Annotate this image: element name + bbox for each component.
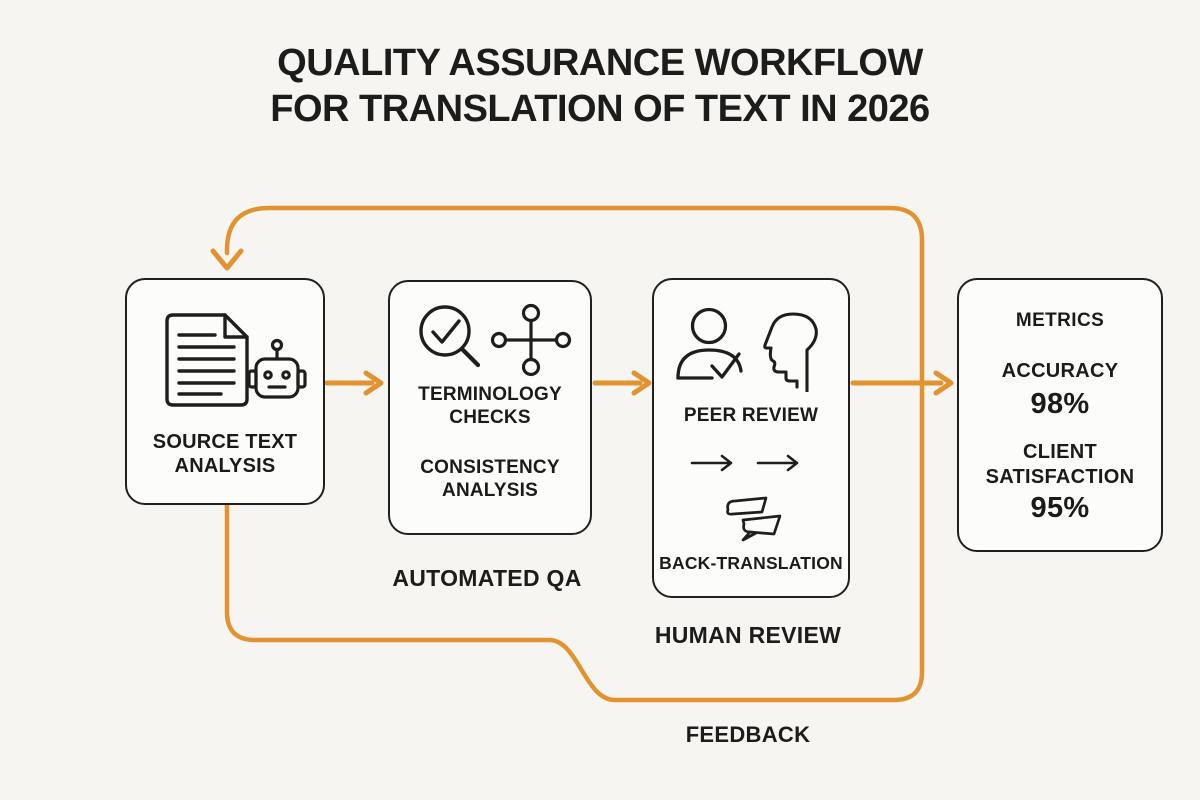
automated-qa-caption: AUTOMATED QA xyxy=(392,565,582,591)
client-satisfaction-value: 95% xyxy=(1030,492,1090,524)
head-profile-icon xyxy=(763,312,818,392)
document-robot-icons xyxy=(165,313,307,407)
arrowhead-2-icon xyxy=(631,370,652,396)
back-translation-label: BACK-TRANSLATION xyxy=(659,553,843,573)
robot-icon xyxy=(247,338,307,399)
network-nodes-icon xyxy=(490,303,572,377)
arrowhead-3-icon xyxy=(933,370,954,396)
metrics-heading: METRICS xyxy=(1015,310,1105,331)
node-metrics: METRICS ACCURACY 98% CLIENT SATISFACTION… xyxy=(957,278,1163,552)
feedback-arrowhead-icon xyxy=(210,248,244,271)
page-title-line-1: QUALITY ASSURANCE WORKFLOW xyxy=(277,42,923,84)
peer-review-label: PEER REVIEW xyxy=(683,405,819,426)
feedback-loop-line xyxy=(224,205,925,703)
magnifier-check-icon xyxy=(419,305,481,368)
feedback-caption: FEEDBACK xyxy=(685,722,811,747)
accuracy-label: ACCURACY xyxy=(1001,360,1119,382)
page-title: QUALITY ASSURANCE WORKFLOW FOR TRANSLATI… xyxy=(100,40,1100,132)
accuracy-value: 98% xyxy=(1030,388,1090,420)
speech-bubbles-icon xyxy=(726,496,782,542)
terminology-checks-label: TERMINOLOGY CHECKS xyxy=(418,384,562,428)
node-human-review: PEER REVIEW BACK-TRANSLATION xyxy=(652,278,850,598)
qa-icons xyxy=(419,303,572,377)
client-satisfaction-label: CLIENT SATISFACTION xyxy=(985,441,1135,488)
reviewer-check-icon xyxy=(676,307,743,380)
page-title-line-2: FOR TRANSLATION OF TEXT IN 2026 xyxy=(270,88,930,130)
double-arrow-right-icon xyxy=(690,454,799,472)
node-source-text-analysis: SOURCE TEXT ANALYSIS xyxy=(125,278,325,505)
node-automated-qa: TERMINOLOGY CHECKS CONSISTENCY ANALYSIS xyxy=(388,280,592,535)
arrowhead-1-icon xyxy=(363,370,384,396)
human-review-caption: HUMAN REVIEW xyxy=(654,622,842,648)
document-icon xyxy=(165,313,249,407)
source-box-label: SOURCE TEXT ANALYSIS xyxy=(152,431,298,477)
consistency-analysis-label: CONSISTENCY ANALYSIS xyxy=(420,457,560,501)
